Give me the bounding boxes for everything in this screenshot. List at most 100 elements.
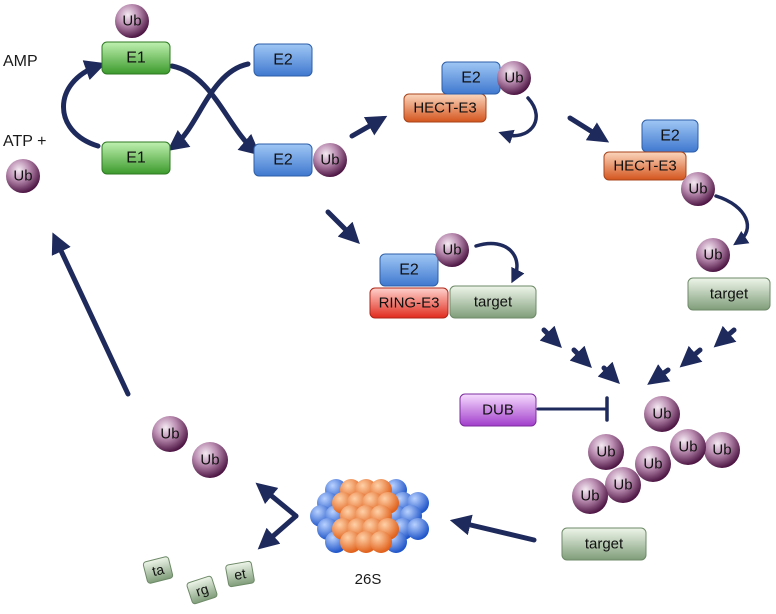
hect-e3-label: HECT-E3 [613, 158, 676, 175]
ubiquitin [6, 159, 40, 193]
target-label: target [710, 286, 749, 303]
e1-label-bottom: E1 [126, 150, 146, 167]
ubiquitin [588, 434, 624, 470]
ubiquitin [115, 4, 149, 38]
e2-box [253, 43, 313, 77]
target-label: target [585, 536, 624, 553]
dub-label: DUB [482, 402, 514, 419]
fragment-label: et [233, 565, 247, 583]
e2-to-e1-cross-arrow [167, 61, 251, 152]
ubiquitin [313, 143, 347, 177]
e2-ub-complex: E2 Ub [253, 143, 347, 177]
ubiquitin-label: Ub [13, 168, 32, 185]
e1-cycle-arrow [61, 60, 106, 149]
ubiquitin [696, 238, 730, 272]
ubiquitin [572, 478, 608, 514]
released-ubiquitin: Ub Ub [152, 416, 228, 478]
free-ub-atp: Ub [6, 159, 40, 193]
ubiquitin-label: Ub [160, 426, 179, 443]
ubiquitin-label: Ub [122, 13, 141, 30]
fragment-label: rg [194, 580, 211, 599]
e1-box-bottom [101, 141, 171, 175]
ring-e3-box [369, 287, 449, 319]
target-box [561, 527, 647, 561]
proteasome-label: 26S [355, 571, 382, 588]
proteasome-core-subunit [370, 531, 392, 553]
proteasome-cap-subunit [407, 518, 429, 540]
ubiquitin [635, 446, 671, 482]
ubiquitin [605, 467, 641, 503]
ubiquitin-label: Ub [613, 477, 632, 494]
ubiquitin-label: Ub [504, 70, 523, 87]
hect-e3-ub-thioester-complex: E2 HECT-E3 Ub [603, 119, 715, 206]
ubiquitin [435, 233, 469, 267]
hect-e3-box [603, 151, 687, 181]
peptide-fragments: ta rg et [142, 556, 255, 605]
fragment-box [186, 575, 218, 605]
ubiquitin-label: Ub [320, 152, 339, 169]
ubiquitin [152, 416, 188, 452]
e2-free: E2 [253, 43, 313, 77]
ubiquitin-label: Ub [643, 456, 662, 473]
hect-transfer-curve [498, 96, 538, 144]
ring-to-chain-arrow-3 [597, 361, 620, 384]
e2-label: E2 [273, 152, 293, 169]
hect-to-chain-arrow-1 [713, 325, 737, 348]
ubiquitin-label: Ub [703, 247, 722, 264]
e1-ub-complex: E1 Ub [101, 4, 171, 75]
ubiquitin [670, 429, 706, 465]
ubiquitin-label: Ub [688, 181, 707, 198]
ubiquitin [497, 61, 531, 95]
ubiquitin [192, 442, 228, 478]
target-label: target [474, 294, 513, 311]
e2-label: E2 [461, 70, 481, 87]
fragment-box [142, 556, 174, 584]
ubiquitin [644, 396, 680, 432]
dub-enzyme: DUB [459, 393, 537, 427]
ub-recycle-arrow [51, 232, 131, 397]
ubiquitin [681, 172, 715, 206]
ubiquitin [704, 432, 740, 468]
ubiquitin-label: Ub [580, 488, 599, 505]
e1-to-e2-transfer-arrow [169, 63, 261, 156]
ubiquitin-label: Ub [442, 242, 461, 259]
ubiquitin-label: Ub [652, 406, 671, 423]
hect-to-target-curve [714, 194, 750, 246]
polyubiquitin-chain: Ub Ub Ub Ub Ub Ub Ub target [561, 396, 740, 561]
proteasome-26s [310, 479, 429, 553]
target-box [449, 285, 537, 319]
fragment-box [225, 560, 255, 588]
ring-e3-label: RING-E3 [379, 295, 440, 312]
hect-target-complex: Ub target [687, 238, 771, 311]
hect-e3-label: HECT-E3 [413, 100, 476, 117]
ubiquitin-label: Ub [200, 452, 219, 469]
e2-to-ring-arrow [325, 209, 360, 244]
e2-label: E2 [273, 52, 293, 69]
target-box [687, 277, 771, 311]
e2-to-hect-arrow [349, 115, 388, 139]
ring-to-chain-arrow-2 [569, 345, 592, 368]
e1-label-top: E1 [126, 50, 146, 67]
fragment-label: ta [150, 561, 165, 579]
amp-label: AMP [3, 53, 38, 70]
e2-label: E2 [399, 262, 419, 279]
atp-label: ATP + [3, 133, 46, 150]
hect-e3-e2-ub-complex: HECT-E3 E2 Ub [403, 61, 531, 123]
e2-label: E2 [660, 128, 680, 145]
e2-box [379, 253, 439, 287]
chain-to-proteasome-arrow [449, 514, 537, 543]
arrows [51, 60, 750, 550]
ubiquitin-label: Ub [678, 439, 697, 456]
proteasome-to-ub-arrow [255, 482, 299, 519]
hect-to-chain-arrow-2 [679, 345, 703, 368]
hect-to-hect-ub-arrow [567, 115, 610, 143]
ubiquitin-label: Ub [596, 444, 615, 461]
ring-e3-complex: E2 Ub RING-E3 target [369, 233, 537, 319]
e1-free: E1 [101, 141, 171, 175]
e2-box [253, 143, 313, 177]
ring-to-chain-arrow-1 [539, 325, 562, 348]
hect-to-chain-arrow-3 [647, 364, 671, 385]
ring-transfer-curve [474, 241, 525, 284]
dub-box [459, 393, 537, 427]
